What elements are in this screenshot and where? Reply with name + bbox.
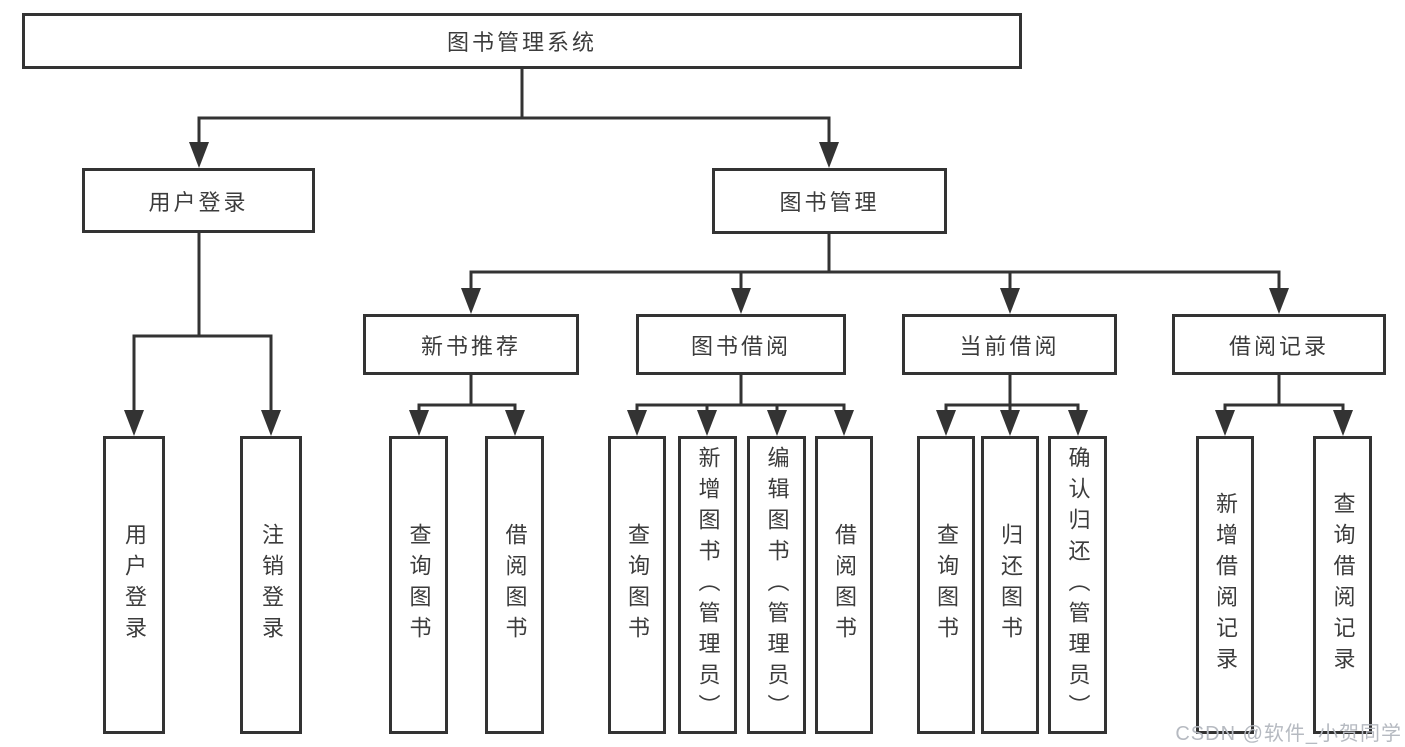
node-user-login: 用户登录 <box>82 168 315 233</box>
leaf-query-books-borrowing-label: 查询图书 <box>625 523 650 647</box>
leaf-add-books-admin: 新增图书（管理员） <box>678 436 737 734</box>
node-current-borrowing-label: 当前借阅 <box>959 333 1060 359</box>
node-new-book-recommend: 新书推荐 <box>363 314 579 375</box>
leaf-query-books-recommend: 查询图书 <box>389 436 448 734</box>
leaf-borrow-books-recommend-label: 借阅图书 <box>502 523 528 647</box>
leaf-logout-login: 注销登录 <box>240 436 302 734</box>
node-borrowing-records: 借阅记录 <box>1172 314 1386 375</box>
leaf-borrow-books-borrowing-label: 借阅图书 <box>832 523 857 647</box>
leaf-query-books-current-label: 查询图书 <box>934 523 959 647</box>
leaf-borrow-books-recommend: 借阅图书 <box>485 436 544 734</box>
node-user-login-label: 用户登录 <box>148 189 249 215</box>
node-book-management: 图书管理 <box>712 168 947 234</box>
node-root-label: 图书管理系统 <box>446 30 597 55</box>
csdn-watermark: CSDN @软件_小贺同学 <box>1175 723 1402 745</box>
leaf-borrow-books-borrowing: 借阅图书 <box>815 436 873 734</box>
leaf-add-borrow-record-label: 新增借阅记录 <box>1213 492 1238 678</box>
node-book-borrowing: 图书借阅 <box>636 314 846 375</box>
leaf-query-borrow-record-label: 查询借阅记录 <box>1330 492 1356 678</box>
leaf-query-books-borrowing: 查询图书 <box>608 436 666 734</box>
leaf-user-login-label: 用户登录 <box>122 523 147 647</box>
node-book-management-label: 图书管理 <box>779 190 880 215</box>
leaf-return-books: 归还图书 <box>981 436 1039 734</box>
leaf-edit-books-admin: 编辑图书（管理员） <box>747 436 806 734</box>
leaf-add-borrow-record: 新增借阅记录 <box>1196 436 1254 734</box>
leaf-logout-login-label: 注销登录 <box>259 523 284 647</box>
node-root: 图书管理系统 <box>22 13 1022 69</box>
node-new-book-recommend-label: 新书推荐 <box>420 333 521 359</box>
leaf-query-books-current: 查询图书 <box>917 436 975 734</box>
leaf-confirm-return-admin: 确认归还（管理员） <box>1048 436 1107 734</box>
leaf-confirm-return-admin-label: 确认归还（管理员） <box>1065 445 1091 725</box>
leaf-return-books-label: 归还图书 <box>998 523 1023 647</box>
leaf-query-borrow-record: 查询借阅记录 <box>1313 436 1372 734</box>
node-book-borrowing-label: 图书借阅 <box>690 333 791 359</box>
leaf-edit-books-admin-label: 编辑图书（管理员） <box>764 445 790 725</box>
leaf-user-login: 用户登录 <box>103 436 165 734</box>
node-borrowing-records-label: 借阅记录 <box>1228 333 1329 359</box>
leaf-add-books-admin-label: 新增图书（管理员） <box>695 445 721 725</box>
leaf-query-books-recommend-label: 查询图书 <box>406 523 432 647</box>
node-current-borrowing: 当前借阅 <box>902 314 1117 375</box>
